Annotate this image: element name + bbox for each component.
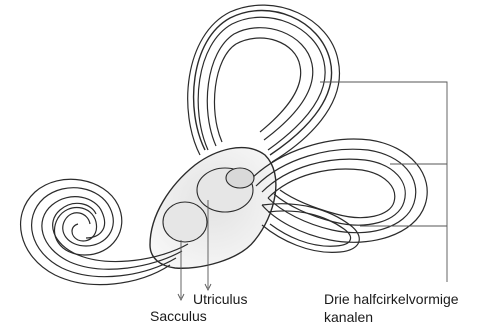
label-semicircular-canals-line2: kanalen bbox=[324, 310, 373, 324]
label-sacculus: Sacculus bbox=[150, 309, 207, 323]
posterior-canals bbox=[250, 139, 427, 252]
label-utriculus: Utriculus bbox=[193, 292, 247, 306]
anterior-canal bbox=[188, 5, 340, 162]
label-semicircular-canals-line1: Drie halfcirkelvormige bbox=[324, 292, 459, 306]
ampulla bbox=[226, 168, 254, 188]
sacculus-sac bbox=[163, 202, 207, 242]
